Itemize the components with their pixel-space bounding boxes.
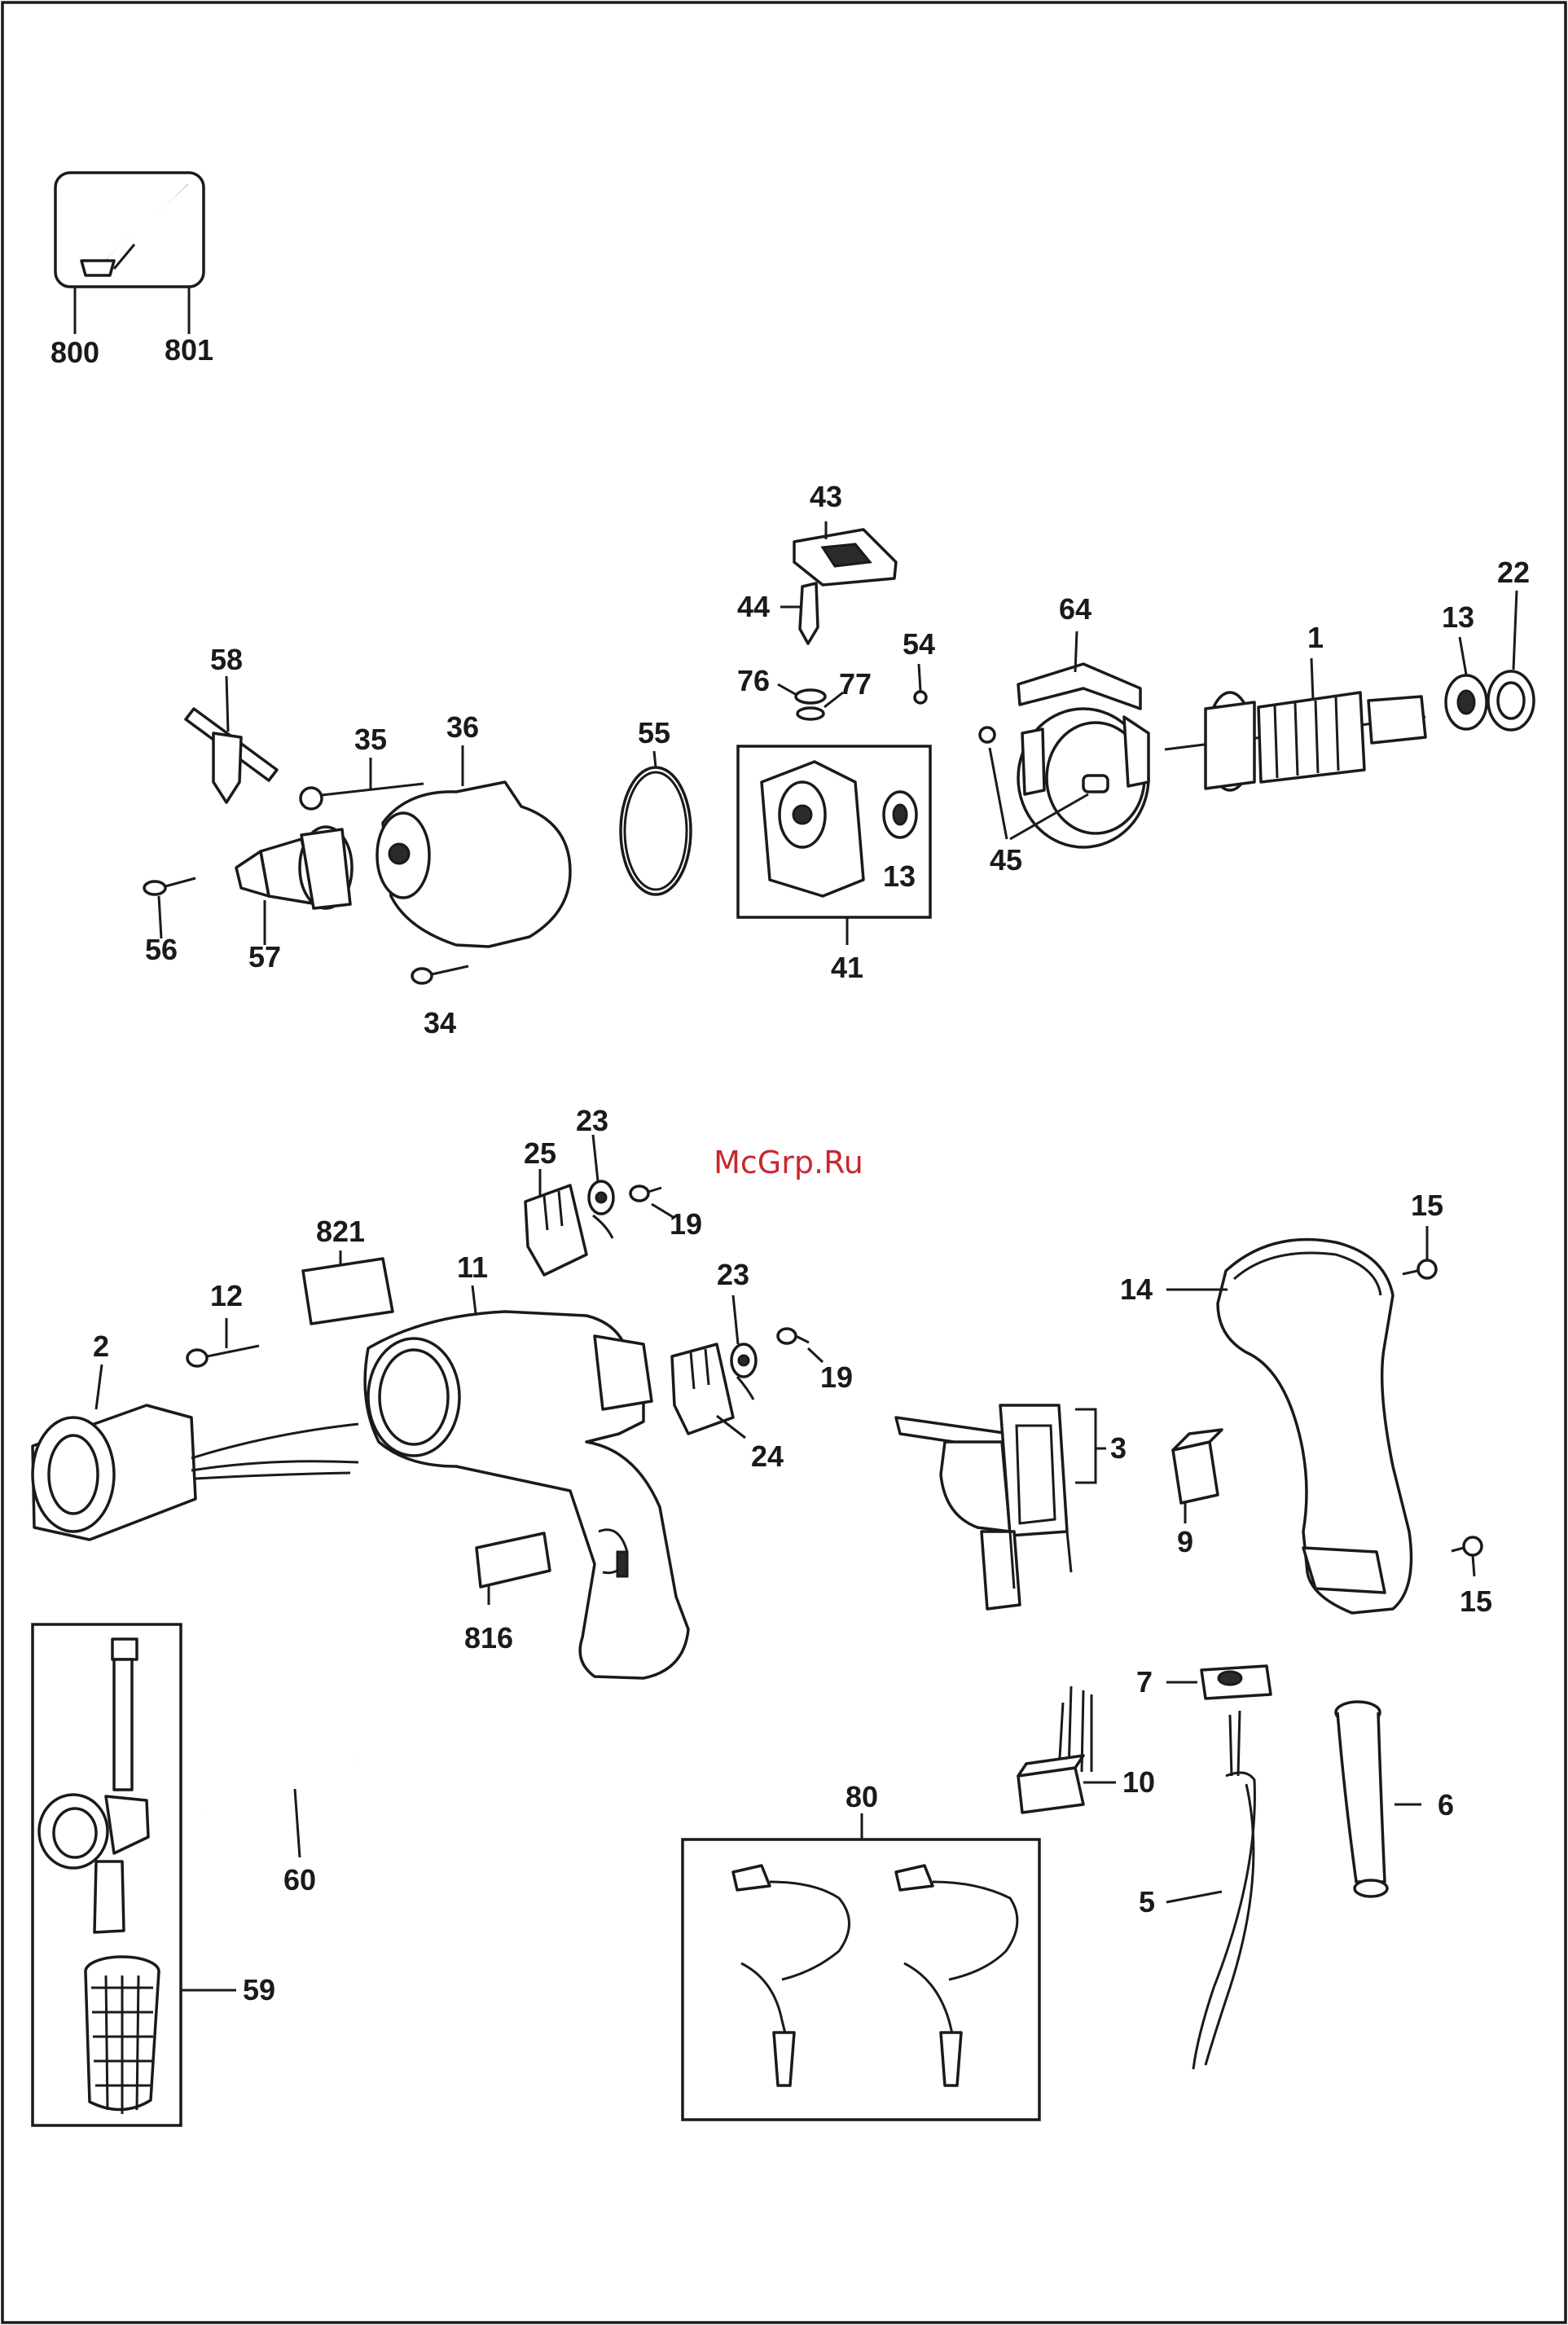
part-15-screw-upper xyxy=(1403,1226,1436,1278)
label-76: 76 xyxy=(737,664,770,697)
label-10: 10 xyxy=(1122,1765,1155,1799)
part-2-field-stator xyxy=(33,1365,358,1540)
part-57-chuck xyxy=(236,827,352,945)
label-15-upper: 15 xyxy=(1411,1189,1443,1222)
label-41: 41 xyxy=(831,951,863,984)
part-7-cord-clamp xyxy=(1166,1666,1271,1699)
label-45: 45 xyxy=(990,843,1022,877)
label-19-lower: 19 xyxy=(820,1360,853,1394)
label-25: 25 xyxy=(524,1136,556,1170)
part-43-plate xyxy=(794,521,896,585)
label-816: 816 xyxy=(464,1621,513,1655)
part-55-o-ring xyxy=(621,751,691,894)
part-23-spring-lower xyxy=(731,1295,756,1400)
label-11: 11 xyxy=(457,1250,488,1284)
part-816-label xyxy=(477,1533,550,1605)
part-64-brush-ring xyxy=(980,631,1149,847)
part-1-armature xyxy=(1165,658,1425,790)
part-15-screw-lower xyxy=(1452,1537,1482,1576)
part-821-label xyxy=(303,1250,393,1324)
part-3-switch xyxy=(896,1405,1106,1609)
label-7: 7 xyxy=(1136,1665,1153,1699)
label-43: 43 xyxy=(810,480,842,513)
leader-45a xyxy=(990,748,1007,839)
label-34: 34 xyxy=(424,1006,456,1039)
label-14: 14 xyxy=(1120,1272,1153,1306)
label-59: 59 xyxy=(243,1973,275,2006)
label-1: 1 xyxy=(1307,621,1324,654)
label-13-upper: 13 xyxy=(1442,600,1474,634)
label-6: 6 xyxy=(1438,1788,1454,1822)
label-12: 12 xyxy=(210,1279,243,1312)
label-35: 35 xyxy=(354,723,387,756)
part-5-power-cord xyxy=(1166,1711,1254,2069)
part-6-cord-sleeve xyxy=(1336,1702,1421,1896)
label-77: 77 xyxy=(839,667,872,701)
label-23-lower: 23 xyxy=(717,1258,749,1291)
label-13-box: 13 xyxy=(883,859,916,893)
part-59-side-handle-box xyxy=(33,1624,236,2125)
part-10-connector xyxy=(1018,1686,1116,1813)
part-13-bearing-upper xyxy=(1446,637,1487,729)
part-19-screw-upper xyxy=(630,1186,674,1218)
label-821: 821 xyxy=(316,1215,365,1248)
part-14-rear-handle xyxy=(1166,1240,1412,1613)
label-800: 800 xyxy=(51,336,99,369)
part-23-spring-upper xyxy=(589,1135,613,1238)
part-54-ball xyxy=(915,692,926,703)
part-76-77-washers xyxy=(778,684,843,719)
label-54: 54 xyxy=(903,627,935,661)
label-19-upper: 19 xyxy=(670,1207,702,1241)
label-56: 56 xyxy=(145,933,178,966)
label-57: 57 xyxy=(248,940,281,974)
part-22-bearing-cup xyxy=(1488,591,1534,730)
label-23-upper: 23 xyxy=(576,1104,608,1137)
part-19-screw-lower xyxy=(778,1329,823,1362)
label-15-lower: 15 xyxy=(1460,1584,1492,1618)
part-41-gearbox-box xyxy=(738,746,930,945)
label-3: 3 xyxy=(1110,1431,1127,1465)
label-55: 55 xyxy=(638,716,670,749)
label-24: 24 xyxy=(751,1439,784,1473)
label-60: 60 xyxy=(283,1863,316,1896)
part-60-depth-rod xyxy=(205,1760,358,1857)
part-58-chuck-key xyxy=(186,676,277,802)
part-34-screw xyxy=(412,966,468,983)
watermark-text: McGrp.Ru xyxy=(714,1145,863,1180)
part-9-block xyxy=(1173,1430,1222,1523)
label-80: 80 xyxy=(845,1780,878,1813)
part-12-screw xyxy=(187,1318,259,1366)
part-800-801-lubricant-drawing xyxy=(55,173,204,334)
part-25-brush-holder xyxy=(525,1169,586,1275)
leader-54 xyxy=(919,664,920,691)
part-36-gear-housing xyxy=(377,745,570,947)
label-801: 801 xyxy=(165,333,213,367)
label-22: 22 xyxy=(1497,556,1530,589)
label-58: 58 xyxy=(210,643,243,676)
part-44-latch xyxy=(780,583,818,644)
label-36: 36 xyxy=(446,710,479,744)
label-9: 9 xyxy=(1177,1525,1193,1558)
part-11-motor-housing xyxy=(365,1286,688,1678)
label-5: 5 xyxy=(1139,1885,1155,1918)
label-64: 64 xyxy=(1059,592,1091,626)
part-80-carbon-brushes-box xyxy=(683,1813,1039,2120)
part-56-screw xyxy=(144,878,195,938)
label-2: 2 xyxy=(93,1330,109,1363)
label-44: 44 xyxy=(737,590,770,623)
